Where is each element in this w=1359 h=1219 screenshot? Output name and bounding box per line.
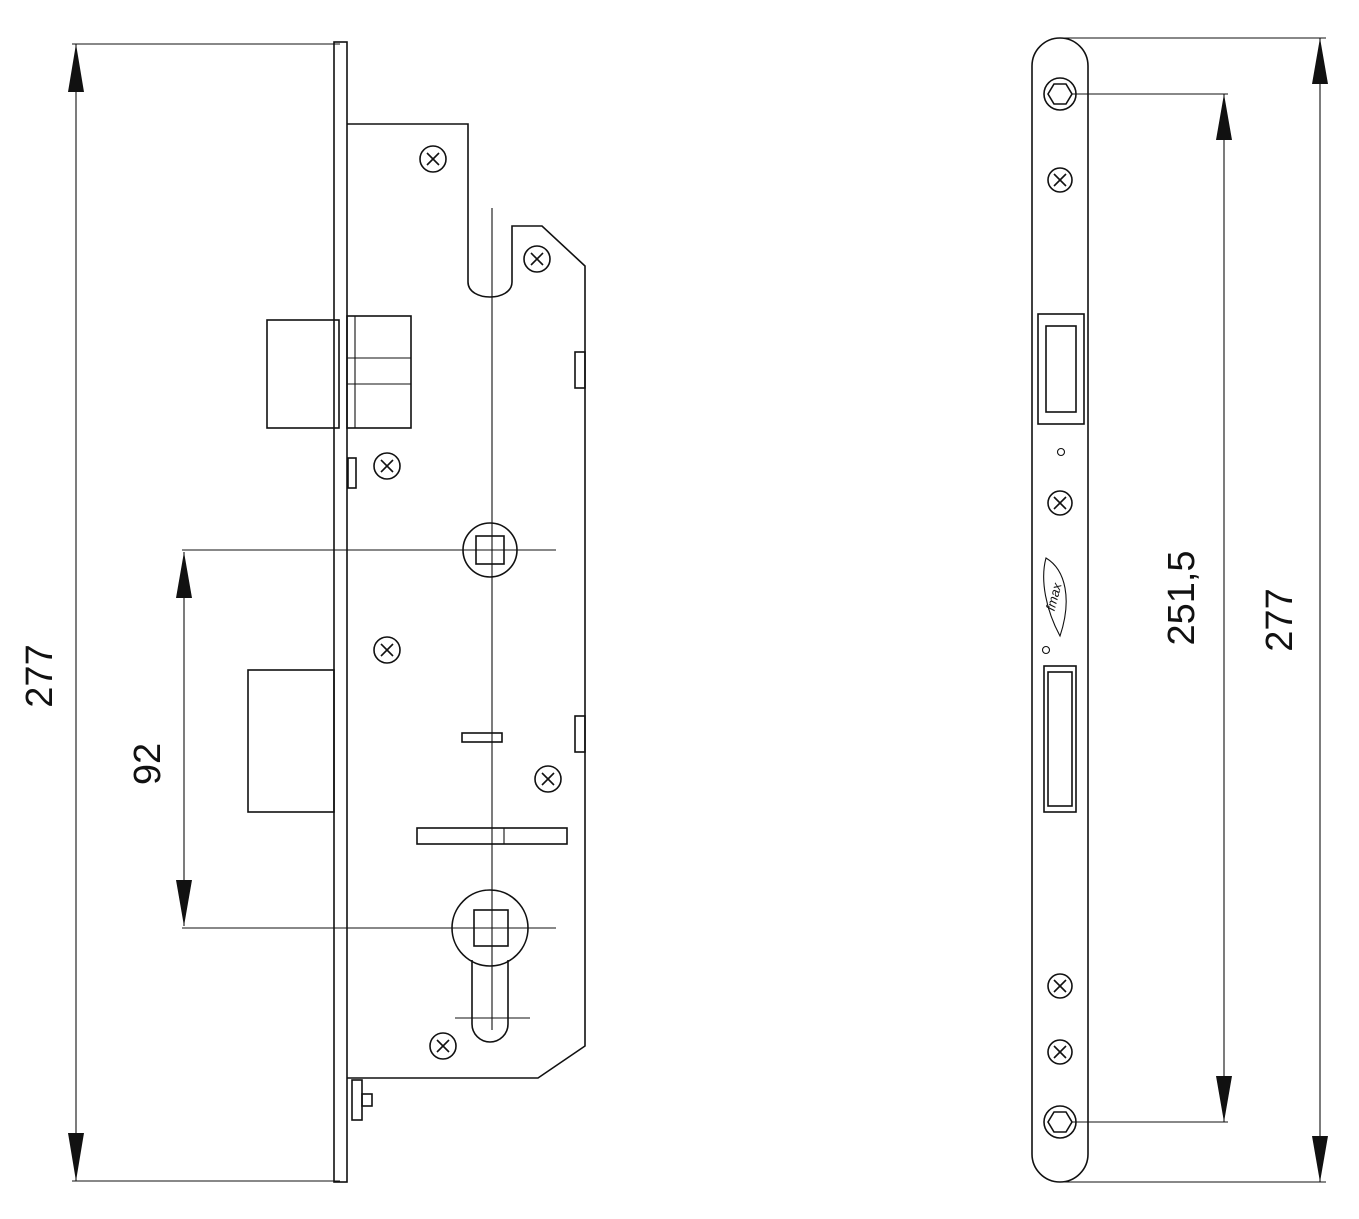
spindle-distance-label: 92 — [127, 743, 169, 785]
screw-icon — [373, 452, 401, 480]
latch-opening — [1037, 313, 1085, 425]
spindle-distance-dimension: 92 — [127, 552, 192, 926]
small-hole — [1041, 645, 1051, 655]
hex-screw-icon — [1043, 1105, 1077, 1139]
side-height-label: 277 — [19, 644, 61, 707]
screw-icon — [429, 1032, 457, 1060]
screw-icon — [1047, 973, 1073, 999]
slot — [461, 732, 503, 743]
fixing-distance-dimension: 251,5 — [1072, 93, 1232, 1123]
dead-bolt — [247, 669, 335, 813]
screw-icon — [373, 636, 401, 664]
hex-screw-icon — [1043, 77, 1077, 111]
case-tab — [574, 715, 586, 753]
brand-logo: fmax — [1043, 557, 1067, 638]
faceplate-outline — [1031, 37, 1089, 1183]
screw-icon — [1047, 167, 1073, 193]
screw-icon — [419, 145, 447, 173]
screw-icon — [1047, 1039, 1073, 1065]
latch-bolt — [266, 315, 412, 429]
case-tab — [574, 351, 586, 389]
side-height-dimension: 277 — [19, 43, 340, 1182]
fixing-distance-label: 251,5 — [1161, 550, 1203, 645]
slot — [416, 827, 568, 845]
cylinder-hub — [182, 889, 556, 1043]
screw-icon — [1047, 490, 1073, 516]
faceplate-height-label: 277 — [1259, 588, 1301, 651]
screw-icon — [534, 765, 562, 793]
case-tab — [347, 457, 357, 489]
side-view: 277 — [19, 41, 586, 1183]
small-hole — [1056, 447, 1066, 457]
faceplate-side — [333, 41, 348, 1183]
lock-case — [347, 123, 586, 1079]
bottom-bolt — [351, 1079, 373, 1121]
screw-icon — [523, 245, 551, 273]
logo-text: fmax — [1043, 581, 1065, 613]
spindle-hub-upper — [182, 522, 556, 578]
deadbolt-opening — [1043, 665, 1077, 813]
faceplate-height-dimension: 277 — [1060, 37, 1328, 1183]
faceplate-view: fmax 251,5 277 — [1031, 37, 1328, 1183]
